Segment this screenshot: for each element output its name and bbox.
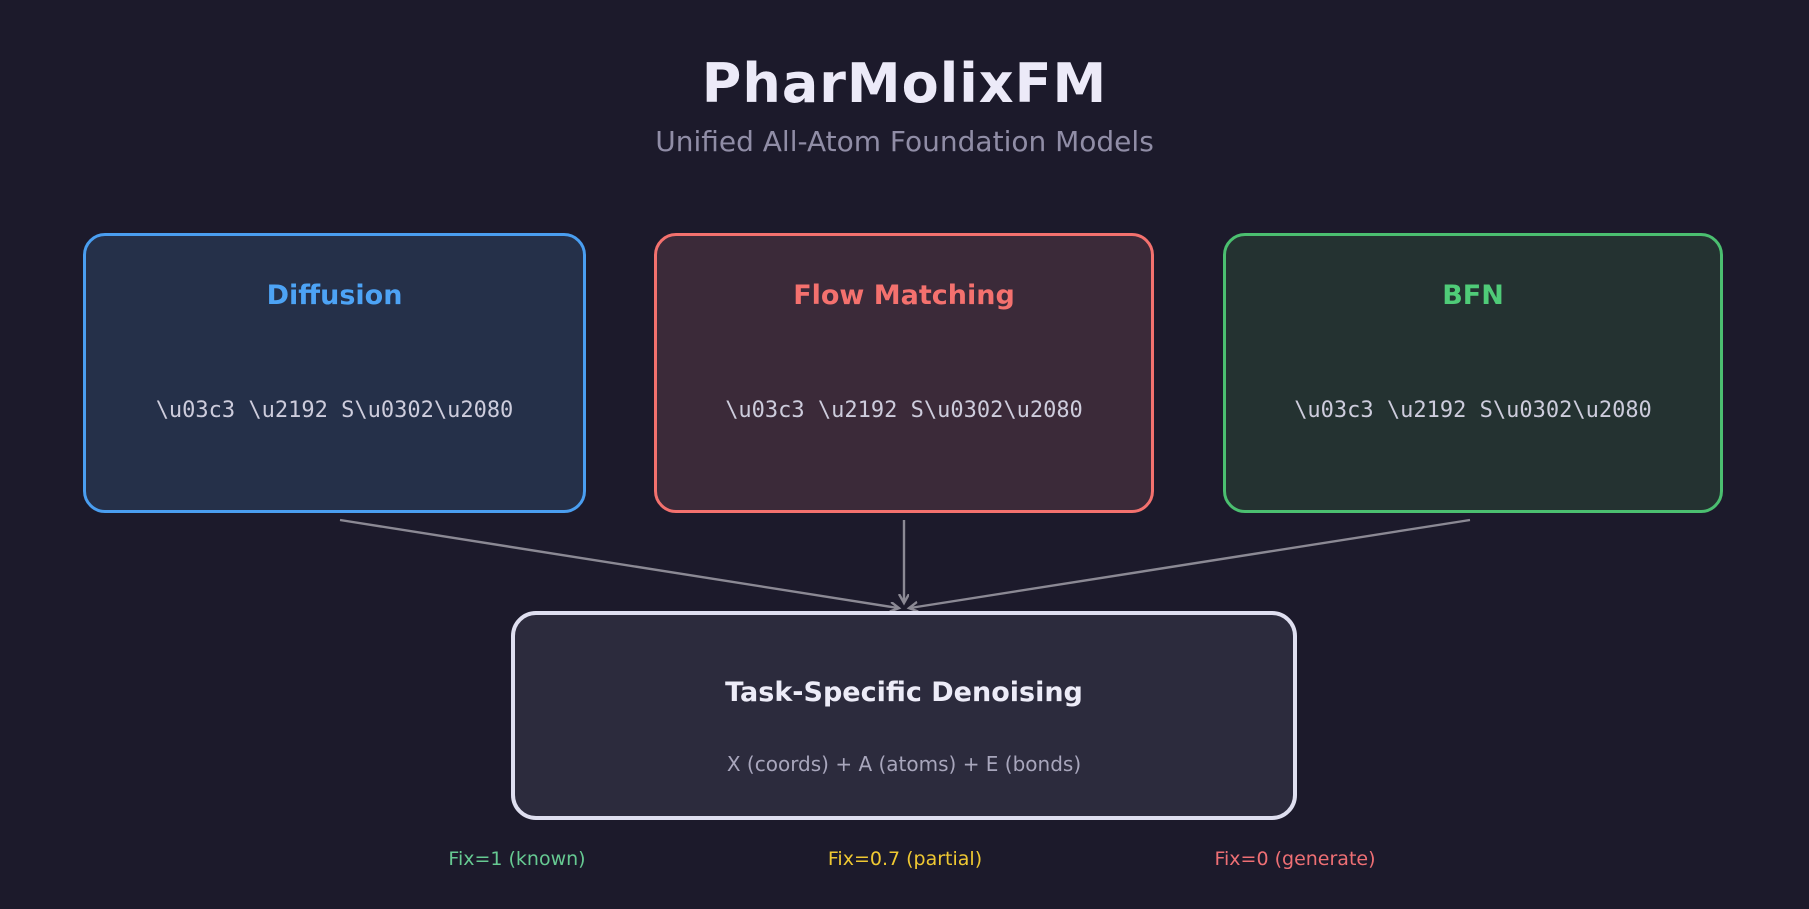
flow-matching-box-formula: \u03c3 \u2192 S\u0302\u2080 <box>725 398 1083 423</box>
model-box-flow-matching: Flow Matching \u03c3 \u2192 S\u0302\u208… <box>654 233 1154 513</box>
diffusion-box-formula: \u03c3 \u2192 S\u0302\u2080 <box>155 398 514 423</box>
task-specific-denoising-box: Task-Specific Denoising X (coords) + A (… <box>511 611 1297 820</box>
arrow-bfn-to-denoising <box>910 518 1471 608</box>
model-box-bfn: BFN \u03c3 \u2192 S\u0302\u2080 <box>1223 233 1723 513</box>
denoising-box-title: Task-Specific Denoising <box>725 677 1083 708</box>
model-box-diffusion: Diffusion \u03c3 \u2192 S\u0302\u2080 <box>83 233 586 513</box>
flow-matching-box-title: Flow Matching <box>793 280 1015 311</box>
page-title: PharMolixFM <box>701 52 1108 115</box>
fix-label-partial: Fix=0.7 (partial) <box>827 848 983 870</box>
page-subtitle: Unified All-Atom Foundation Models <box>655 125 1154 158</box>
arrow-diffusion-to-denoising <box>339 518 898 608</box>
denoising-box-content: X (coords) + A (atoms) + E (bonds) <box>726 752 1082 776</box>
bfn-box-formula: \u03c3 \u2192 S\u0302\u2080 <box>1294 398 1652 423</box>
bfn-box-title: BFN <box>1442 280 1504 311</box>
diffusion-box-title: Diffusion <box>266 280 403 311</box>
fix-label-known: Fix=1 (known) <box>448 848 586 870</box>
fix-label-generate: Fix=0 (generate) <box>1214 848 1376 870</box>
